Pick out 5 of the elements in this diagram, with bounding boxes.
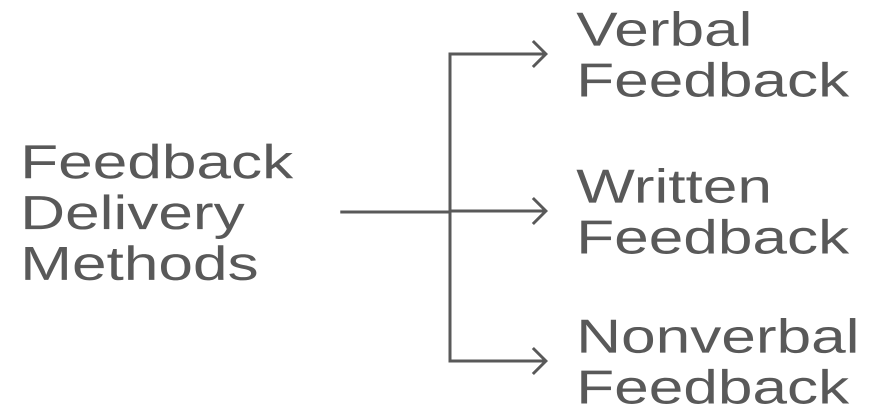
category-text: Nonverbal Feedback [581, 318, 856, 404]
category-text: Written Feedback [576, 168, 850, 254]
heading-text: Feedback Delivery Methods [25, 144, 294, 280]
category-text: Verbal Feedback [576, 11, 850, 97]
arrow [340, 210, 548, 376]
